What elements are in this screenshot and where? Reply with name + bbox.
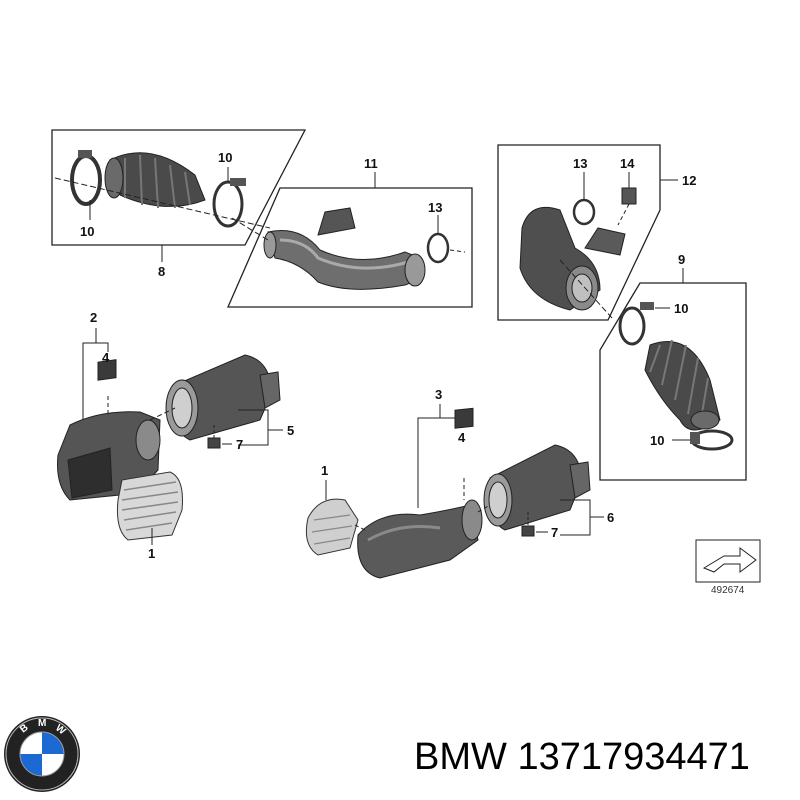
hose-clamp-9-bottom — [672, 429, 734, 451]
callout-1: 1 — [148, 546, 155, 561]
gasket-pad-4a — [97, 359, 117, 420]
intake-pipe-11 — [263, 207, 426, 290]
callout-13: 13 — [428, 200, 442, 215]
bmw-logo-icon: B M W — [4, 716, 80, 792]
callout-14: 14 — [620, 156, 635, 171]
callout-8: 8 — [158, 264, 165, 279]
callout-3: 3 — [435, 387, 442, 402]
o-ring-13-b — [572, 172, 596, 226]
callout-12: 12 — [682, 173, 696, 188]
group-12-box — [497, 144, 678, 321]
callout-10: 10 — [650, 433, 664, 448]
callout-9: 9 — [678, 252, 685, 267]
air-mass-housing-5 — [165, 354, 281, 441]
o-ring-13-a — [426, 215, 466, 264]
hose-clamp-left — [70, 150, 102, 206]
callout-13: 13 — [573, 156, 587, 171]
sensor-14 — [617, 172, 637, 226]
callout-7: 7 — [236, 437, 243, 452]
callout-4: 4 — [102, 350, 110, 365]
bracket-2 — [82, 328, 109, 420]
callout-11: 11 — [364, 156, 378, 171]
group-8-box — [51, 129, 307, 262]
rubber-bellows-9 — [644, 339, 721, 431]
callout-1: 1 — [321, 463, 328, 478]
rubber-bellows-8 — [104, 152, 206, 209]
air-mass-housing-6 — [483, 444, 591, 531]
reference-symbol: 492674 — [695, 539, 761, 596]
brand-name: BMW — [414, 736, 507, 778]
hose-clamp-9-top — [618, 302, 670, 346]
grille-1b — [305, 480, 359, 556]
callout-10: 10 — [218, 150, 232, 165]
callout-10: 10 — [674, 301, 688, 316]
logo-letter-m: M — [38, 718, 46, 729]
part-number: 13717934471 — [517, 736, 750, 778]
callout-labels: 10 10 8 11 13 13 14 12 9 10 10 2 4 5 7 1… — [80, 150, 696, 561]
grille-1a — [117, 471, 183, 545]
callout-4: 4 — [458, 430, 466, 445]
bracket-6 — [560, 499, 604, 536]
callout-2: 2 — [90, 310, 97, 325]
intake-elbow-12 — [519, 206, 626, 311]
footer-caption: BMW 13717934471 — [414, 736, 750, 779]
air-duct-3 — [357, 499, 483, 579]
rubber-mount-7a — [207, 425, 232, 449]
group-11-box — [227, 172, 473, 308]
callout-5: 5 — [287, 423, 294, 438]
bracket-5 — [238, 409, 283, 446]
callout-7: 7 — [551, 525, 558, 540]
hose-clamp-right — [212, 178, 246, 228]
callout-10: 10 — [80, 224, 94, 239]
callout-6: 6 — [607, 510, 614, 525]
rubber-mount-7b — [521, 512, 548, 537]
reference-number: 492674 — [711, 585, 745, 596]
gasket-pad-4b — [454, 407, 474, 500]
group-9-box — [599, 268, 747, 481]
